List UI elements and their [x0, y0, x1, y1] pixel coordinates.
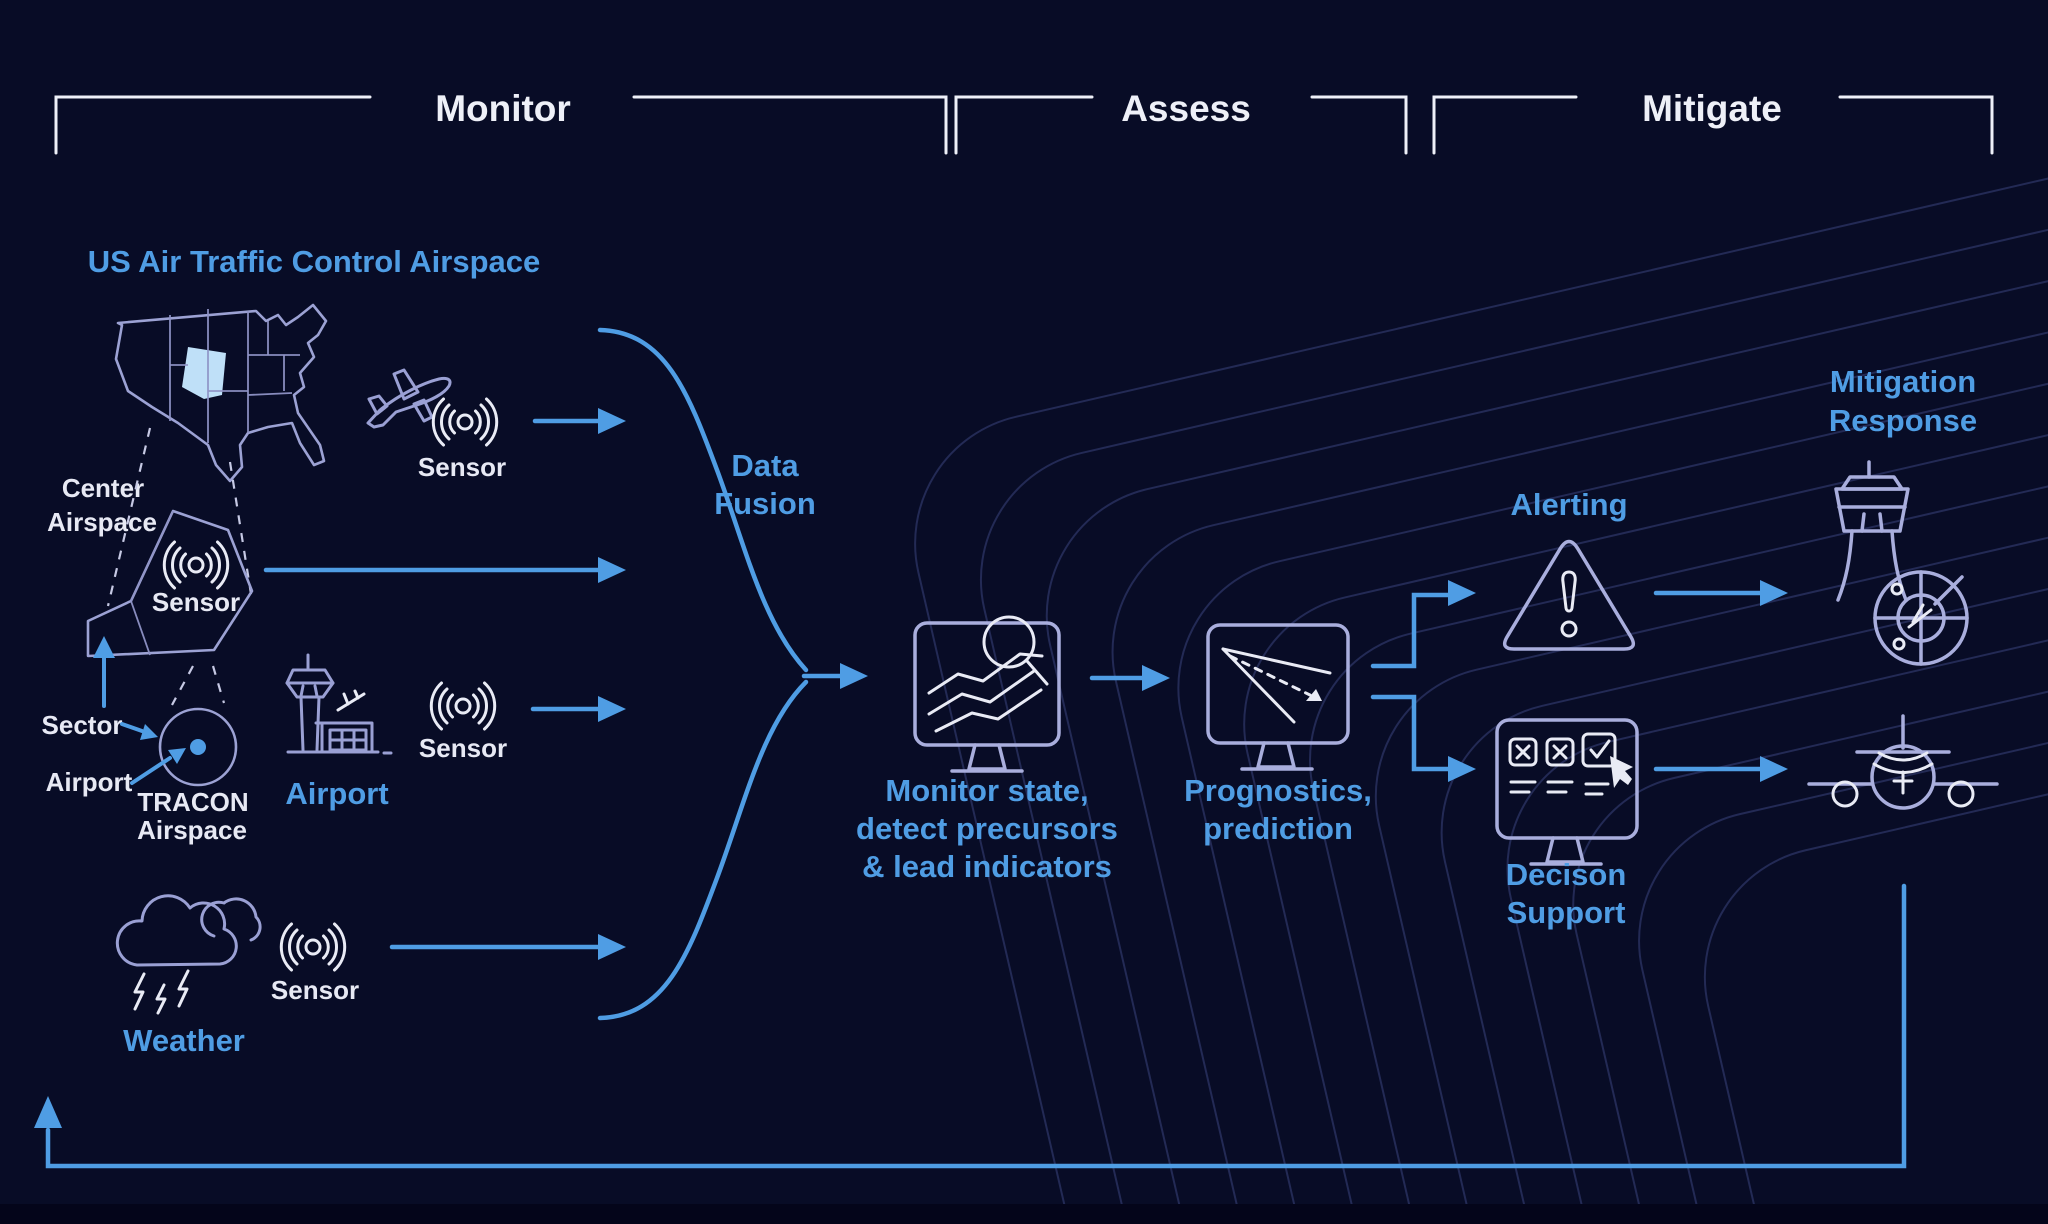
data-fusion-label-line2: Fusion: [714, 486, 816, 521]
weather-icon: [115, 894, 262, 1015]
prognostics-icon: [1206, 623, 1350, 771]
highlighted-state: [182, 347, 226, 399]
flow-arrow-monitor-to-prognostics: [1089, 665, 1170, 691]
aircraft-front-icon: [1807, 714, 1999, 810]
input-arrow-center: [263, 557, 626, 583]
us-map-icon: [114, 303, 328, 483]
center-airspace-label-line2: Airspace: [47, 507, 157, 537]
sensor-label-weather: Sensor: [271, 975, 359, 1005]
prognostics-label-line1: Prognostics,: [1184, 773, 1372, 808]
control-tower-icon: [1834, 460, 1910, 602]
alerting-label: Alerting: [1510, 487, 1627, 522]
airport-dot: [190, 739, 206, 755]
branch-arrow-decision: [1370, 694, 1476, 782]
monitor-state-label-line2: detect precursors: [856, 811, 1118, 846]
airport-icon: [285, 653, 393, 755]
mitigation-response-label-line1: Mitigation: [1830, 364, 1976, 399]
stage-label-assess: Assess: [1121, 88, 1251, 129]
monitor-state-label-line1: Monitor state,: [885, 773, 1088, 808]
airplane-icon: [366, 368, 452, 429]
data-fusion-label-line1: Data: [731, 448, 799, 483]
radar-icon: [1873, 570, 1969, 666]
airspace-title: US Air Traffic Control Airspace: [88, 244, 540, 279]
sector-label: Sector: [42, 710, 123, 740]
mitigation-response-label-line2: Response: [1829, 403, 1977, 438]
airport-label: Airport: [285, 776, 388, 811]
sensor-icon-center: [162, 540, 230, 590]
sector-arrow: [93, 636, 158, 740]
sector-polygon: [86, 509, 254, 658]
airport-callout-label: Airport: [46, 767, 133, 797]
stage-bracket-monitor: [54, 95, 948, 155]
stage-label-mitigate: Mitigate: [1642, 88, 1782, 129]
stage-label-monitor: Monitor: [435, 88, 571, 129]
flow-arrow-alerting-to-response: [1653, 580, 1788, 606]
lightning-icon: [133, 969, 190, 1015]
sensor-label-center: Sensor: [152, 587, 240, 617]
tracon-circle: [158, 707, 238, 787]
input-arrow-airport: [530, 696, 626, 722]
tracon-label-line2: Airspace: [137, 815, 247, 845]
tracon-label-line1: TRACON: [137, 787, 248, 817]
monitor-state-label-line3: & lead indicators: [862, 849, 1112, 884]
zoom-dashed-lines: [106, 427, 253, 706]
sensor-icon-weather: [279, 922, 347, 972]
cursor-icon: [1610, 756, 1633, 788]
sensor-icon-aircraft: [431, 397, 499, 447]
stage-bracket-assess: [954, 95, 1408, 155]
airport-callout-arrow: [130, 748, 186, 785]
takeoff-plane-icon: [336, 689, 366, 712]
sensor-label-airport: Sensor: [419, 733, 507, 763]
flow-arrow-decision-to-aircraft: [1653, 756, 1788, 782]
alerting-icon: [1502, 539, 1636, 651]
sensor-icon-airport: [429, 681, 497, 731]
data-fusion-brace: [597, 327, 868, 1021]
decision-support-label-line2: Support: [1507, 895, 1626, 930]
decision-support-label-line1: Decison: [1506, 857, 1627, 892]
input-arrow-weather: [389, 934, 626, 960]
magnifier-icon: [982, 615, 1049, 686]
input-arrow-aircraft: [532, 408, 626, 434]
prognostics-label-line2: prediction: [1203, 811, 1353, 846]
center-airspace-label-line1: Center: [62, 473, 144, 503]
monitor-state-icon: [913, 615, 1061, 773]
branch-arrow-alerting: [1370, 580, 1476, 669]
decision-support-icon: [1495, 718, 1639, 866]
feedback-arrow: [34, 883, 1907, 1169]
bottom-strip: [0, 1204, 2048, 1224]
sensor-label-aircraft: Sensor: [418, 452, 506, 482]
weather-label: Weather: [123, 1023, 245, 1058]
stage-bracket-mitigate: [1432, 95, 1994, 155]
